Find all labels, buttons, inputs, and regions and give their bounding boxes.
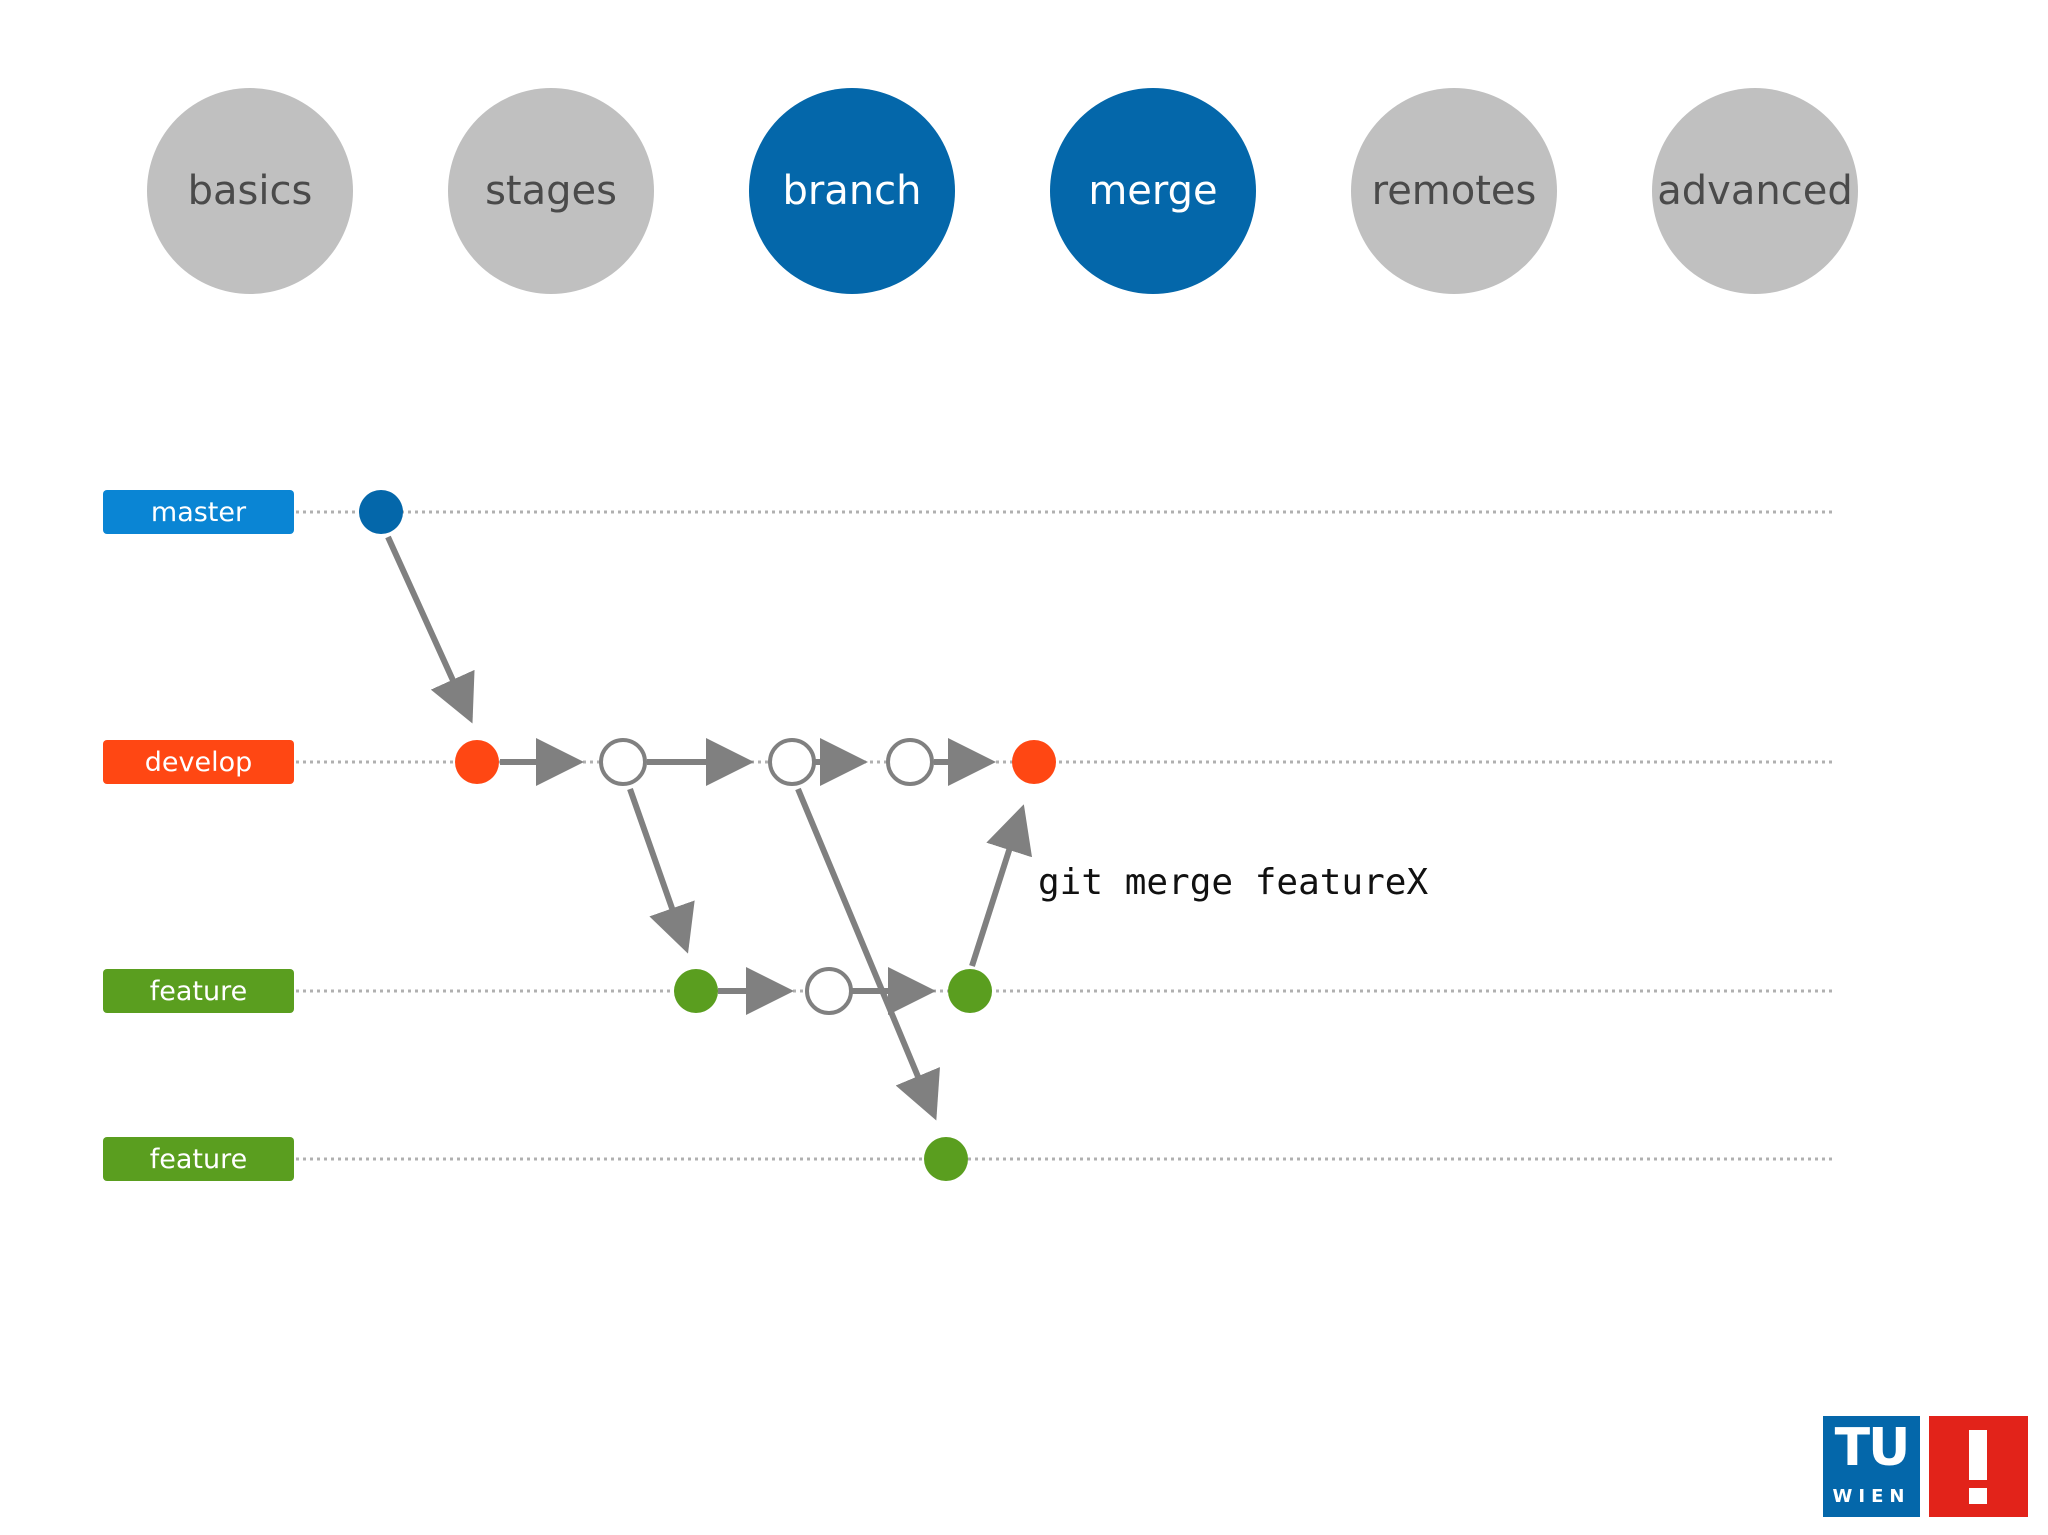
commit-feature-3 — [948, 969, 992, 1013]
commit-feature-2-1 — [924, 1137, 968, 1181]
arrow-develop-to-feature-2 — [795, 787, 940, 1121]
topic-remotes[interactable]: remotes — [1351, 88, 1557, 294]
logo-tu-text: TU — [1834, 1418, 1911, 1478]
commit-develop-merge — [1012, 740, 1056, 784]
logo-tu-block: TU WIEN — [1823, 1416, 1920, 1517]
arrow-feature-merge-to-develop — [969, 804, 1033, 967]
commit-feature-1 — [674, 969, 718, 1013]
topic-branch[interactable]: branch — [749, 88, 955, 294]
commit-develop-2 — [599, 738, 647, 786]
branch-label-develop: develop — [103, 740, 294, 784]
commit-master-1 — [359, 490, 403, 534]
topic-stages[interactable]: stages — [448, 88, 654, 294]
topic-advanced[interactable]: advanced — [1652, 88, 1858, 294]
logo-wien-text: WIEN — [1832, 1486, 1911, 1507]
branch-label-feature: feature — [103, 969, 294, 1013]
topic-basics[interactable]: basics — [147, 88, 353, 294]
command-annotation: git merge featureX — [1038, 862, 1428, 903]
commit-feature-2 — [805, 967, 853, 1015]
branch-label-master: master — [103, 490, 294, 534]
commit-develop-4 — [886, 738, 934, 786]
branch-label-feature-2: feature — [103, 1137, 294, 1181]
topic-merge[interactable]: merge — [1050, 88, 1256, 294]
commit-develop-3 — [768, 738, 816, 786]
commit-develop-1 — [455, 740, 499, 784]
logo-exclamation-icon — [1929, 1416, 2028, 1517]
arrow-master-to-develop — [385, 535, 475, 724]
arrow-develop-to-feature — [627, 788, 695, 954]
tu-wien-logo: TU WIEN — [1823, 1416, 2028, 1517]
